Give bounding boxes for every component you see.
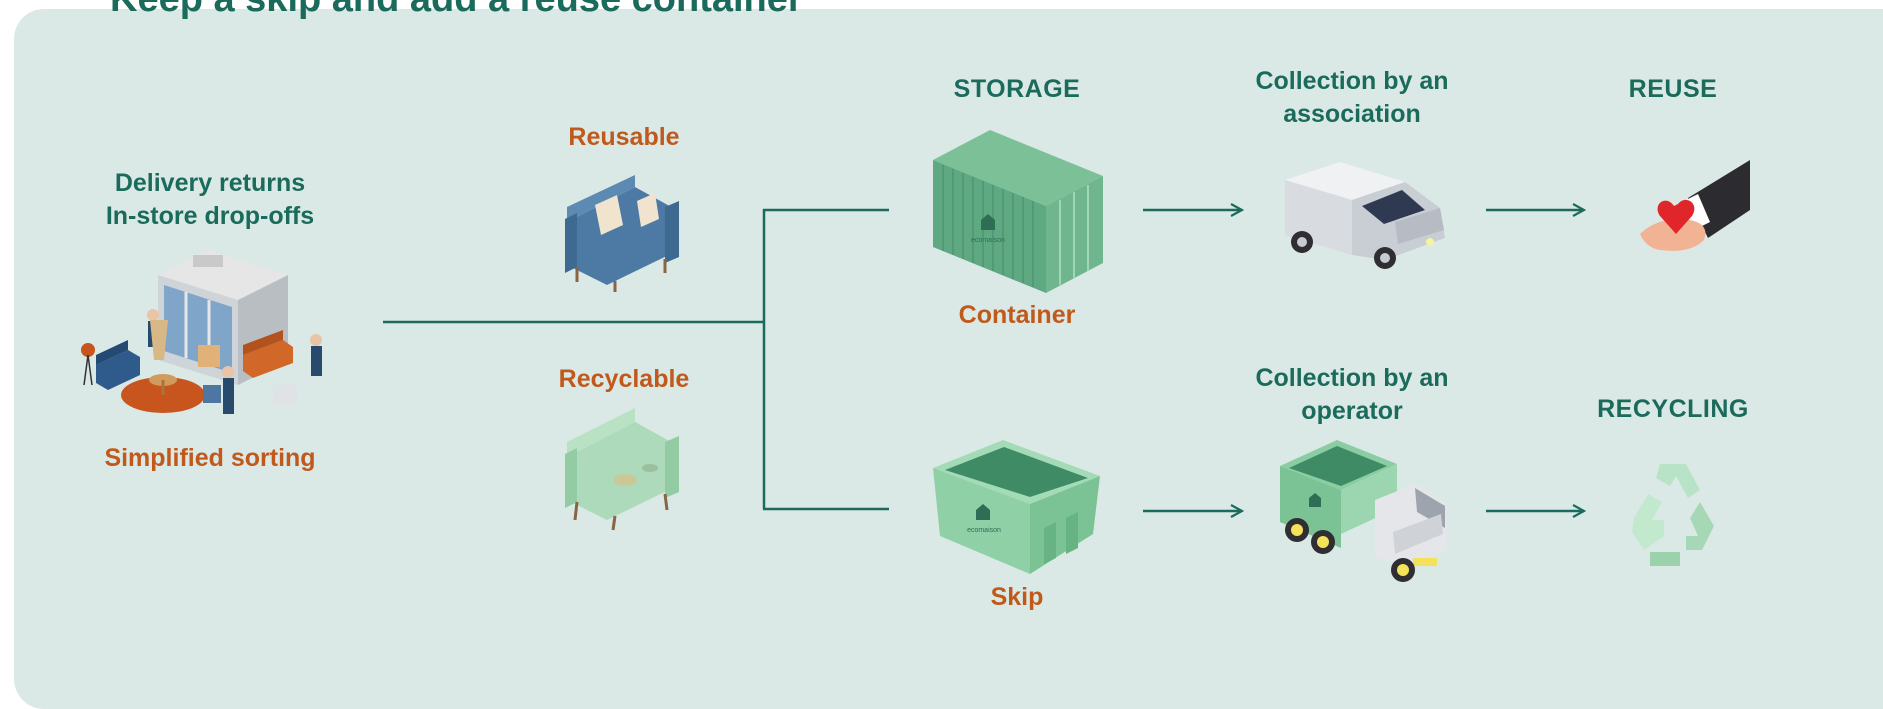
green-sofa-icon [565,408,679,531]
skip-brand-mark: ecomaison [967,527,1001,534]
skip-label: Skip [990,583,1044,611]
diagram-panel [14,9,1883,709]
page-title: Keep a skip and add a reuse container [110,0,803,21]
store-with-movers-illustration [81,250,322,414]
collection-association-line-2: association [1283,100,1421,128]
collection-association-line-1: Collection by an [1255,67,1449,95]
flow-connectors [383,0,1883,675]
container-label: Container [958,301,1076,329]
source-label: Delivery returns In-store drop-offs [70,167,350,233]
collection-operator-label: Collection by an operator [1222,362,1482,428]
recycling-heading: RECYCLING [1597,395,1749,423]
dump-truck-icon [1280,440,1447,582]
van-icon [1285,162,1445,269]
source-line-1: Delivery returns [114,169,306,197]
open-skip-icon: ecomaison [933,440,1100,574]
reuse-heading: REUSE [1628,75,1718,103]
shipping-container-icon: ecomaison [933,130,1103,293]
storage-heading: STORAGE [953,75,1081,103]
heart-in-hand-icon [1640,160,1750,251]
collection-association-label: Collection by an association [1222,65,1482,131]
container-brand-mark: ecomaison [971,237,1005,244]
collection-operator-line-1: Collection by an [1255,364,1449,392]
recycle-icon [1632,464,1714,566]
blue-sofa-icon [565,175,679,292]
source-line-2: In-store drop-offs [105,202,315,230]
collection-operator-line-2: operator [1301,397,1403,425]
reusable-label: Reusable [568,123,680,151]
recyclable-label: Recyclable [558,365,690,393]
simplified-sorting-caption: Simplified sorting [104,444,316,472]
